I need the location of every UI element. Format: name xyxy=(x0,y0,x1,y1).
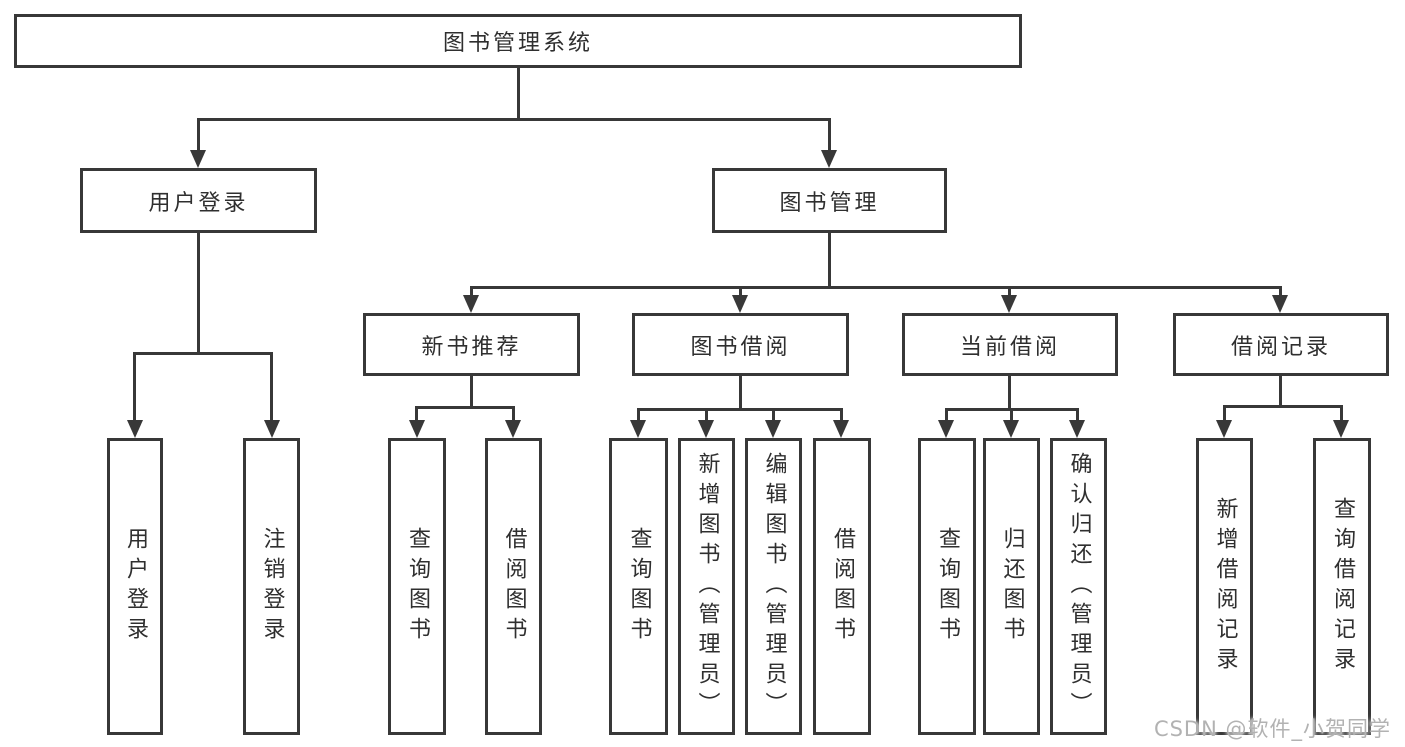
connector-leaf-drop xyxy=(1010,408,1013,422)
arrow-down-icon xyxy=(1272,295,1288,313)
connector-borrow-records-stem xyxy=(1279,376,1282,405)
connector-leaf-drop xyxy=(415,406,418,422)
arrow-down-icon xyxy=(833,420,849,438)
node-book-management: 图书管理 xyxy=(712,168,947,233)
arrow-down-icon xyxy=(1333,420,1349,438)
arrow-down-icon xyxy=(630,420,646,438)
connector-leaf-drop xyxy=(1340,405,1343,422)
connector-book-borrow-stem xyxy=(739,376,742,408)
arrow-down-icon xyxy=(463,295,479,313)
arrow-down-icon xyxy=(190,150,206,168)
connector-leaf-drop xyxy=(270,352,273,422)
connector-level2-rail xyxy=(197,118,831,121)
connector-level3-drop xyxy=(1008,286,1011,298)
arrow-down-icon xyxy=(1216,420,1232,438)
leaf-return-books: 归还图书 xyxy=(983,438,1040,735)
node-library-system: 图书管理系统 xyxy=(14,14,1022,68)
leaf-add-borrow-record: 新增借阅记录 xyxy=(1196,438,1253,735)
leaf-query-books-borrow: 查询图书 xyxy=(609,438,668,735)
connector-level3-drop xyxy=(470,286,473,298)
connector-leaf-drop xyxy=(1223,405,1226,422)
arrow-down-icon xyxy=(264,420,280,438)
node-new-book-recommend: 新书推荐 xyxy=(363,313,580,376)
node-book-borrow: 图书借阅 xyxy=(632,313,849,376)
csdn-watermark: CSDN @软件_小贺同学 xyxy=(1153,717,1391,741)
connector-user-login-stem xyxy=(197,233,200,352)
connector-leaf-drop xyxy=(945,408,948,422)
arrow-down-icon xyxy=(1001,295,1017,313)
node-user-login: 用户登录 xyxy=(80,168,317,233)
connector-new-books-stem xyxy=(470,376,473,406)
connector-new-books-rail xyxy=(415,406,515,409)
leaf-query-borrow-record: 查询借阅记录 xyxy=(1313,438,1371,735)
leaf-query-books-recommend: 查询图书 xyxy=(388,438,446,735)
connector-user-login-rail xyxy=(133,352,273,355)
connector-current-borrow-stem xyxy=(1008,376,1011,408)
connector-level3-drop xyxy=(739,286,742,298)
connector-book-mgmt-stem xyxy=(828,233,831,286)
connector-leaf-drop xyxy=(512,406,515,422)
connector-borrow-records-rail xyxy=(1223,405,1342,408)
connector-leaf-drop xyxy=(705,408,708,422)
connector-leaf-drop xyxy=(840,408,843,422)
connector-leaf-drop xyxy=(1076,408,1079,422)
leaf-user-login: 用户登录 xyxy=(107,438,163,735)
leaf-add-books-admin: 新增图书（管理员） xyxy=(678,438,735,735)
leaf-borrow-books-recommend: 借阅图书 xyxy=(485,438,542,735)
arrow-down-icon xyxy=(1003,420,1019,438)
arrow-down-icon xyxy=(821,150,837,168)
leaf-query-books-current: 查询图书 xyxy=(918,438,976,735)
arrow-down-icon xyxy=(505,420,521,438)
leaf-borrow-books: 借阅图书 xyxy=(813,438,871,735)
arrow-down-icon xyxy=(698,420,714,438)
arrow-down-icon xyxy=(409,420,425,438)
arrow-down-icon xyxy=(732,295,748,313)
leaf-edit-books-admin: 编辑图书（管理员） xyxy=(745,438,802,735)
connector-leaf-drop xyxy=(772,408,775,422)
node-borrow-records: 借阅记录 xyxy=(1173,313,1389,376)
connector-level3-rail xyxy=(470,286,1281,289)
connector-root-drop xyxy=(517,68,520,118)
connector-leaf-drop xyxy=(133,352,136,422)
node-current-borrow: 当前借阅 xyxy=(902,313,1118,376)
connector-book-borrow-rail xyxy=(637,408,842,411)
connector-level3-drop xyxy=(1279,286,1282,298)
connector-book-mgmt-drop xyxy=(828,118,831,154)
arrow-down-icon xyxy=(938,420,954,438)
leaf-confirm-return-admin: 确认归还（管理员） xyxy=(1050,438,1107,735)
connector-user-login-drop xyxy=(197,118,200,154)
connector-leaf-drop xyxy=(637,408,640,422)
arrow-down-icon xyxy=(765,420,781,438)
leaf-logout: 注销登录 xyxy=(243,438,300,735)
arrow-down-icon xyxy=(1069,420,1085,438)
arrow-down-icon xyxy=(127,420,143,438)
